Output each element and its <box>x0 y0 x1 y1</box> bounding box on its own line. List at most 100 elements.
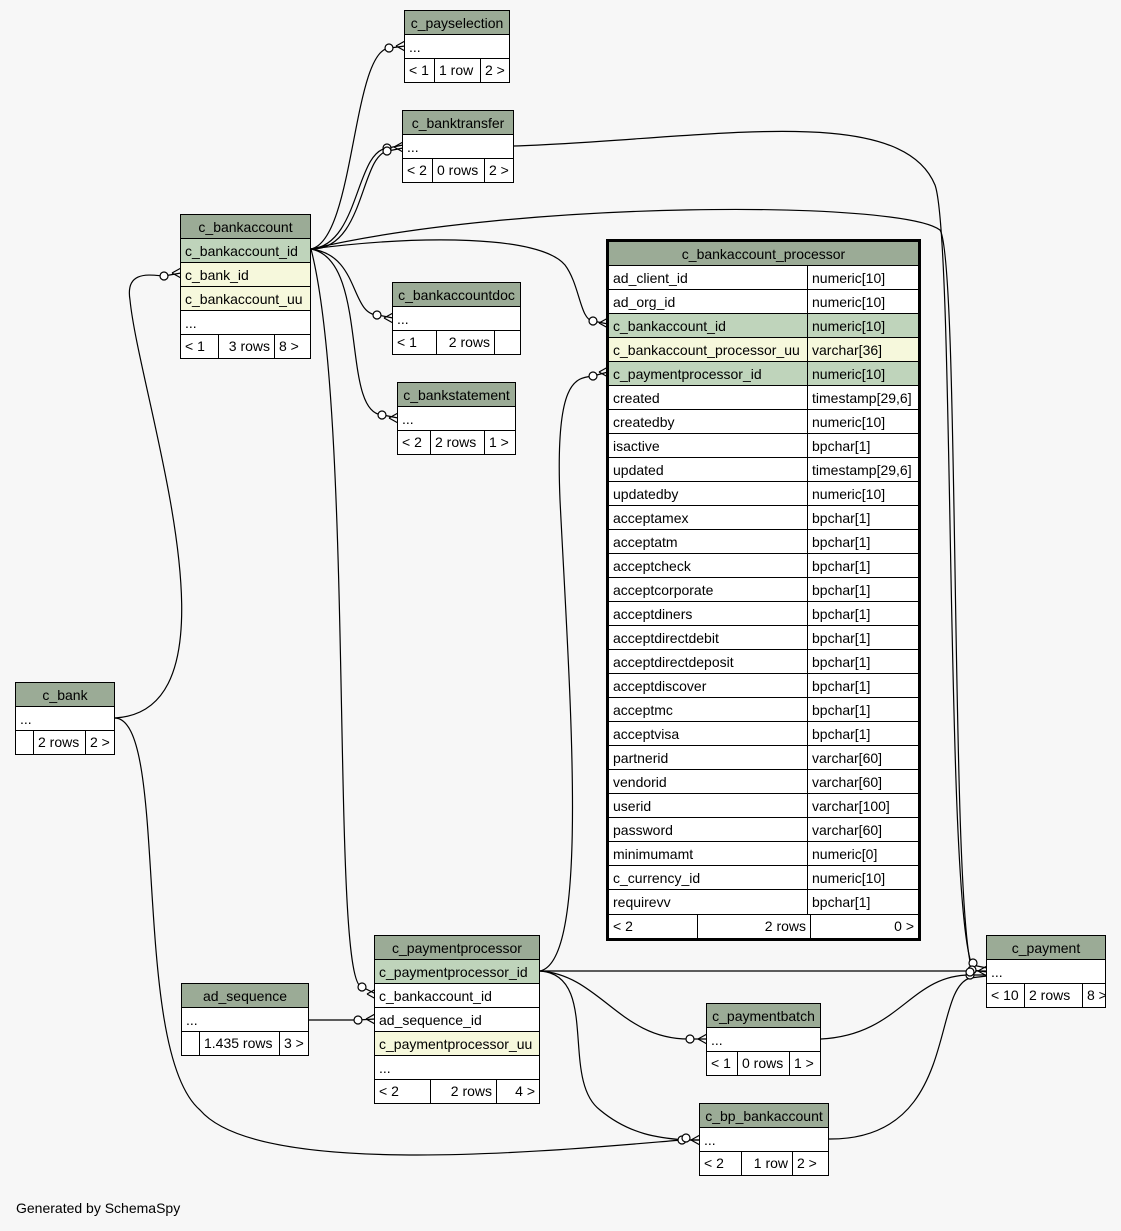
children-count <box>495 331 520 354</box>
table-header: c_payselection <box>405 11 509 35</box>
column-name: acceptdirectdeposit <box>613 654 734 670</box>
children-count: 2 > <box>797 1155 817 1171</box>
column-name: acceptmc <box>613 702 673 718</box>
children-count: 1 > <box>794 1055 814 1071</box>
parents-count: < 2 <box>375 1080 431 1103</box>
row-count: 1.435 rows <box>200 1032 280 1055</box>
column-type: numeric[10] <box>807 410 918 433</box>
table-c-bankaccount[interactable]: c_bankaccount c_bankaccount_id c_bank_id… <box>180 214 311 359</box>
table-c-bankaccountdoc[interactable]: c_bankaccountdoc ... < 1 2 rows <box>392 282 521 355</box>
column-name: c_paymentprocessor_id <box>613 366 762 382</box>
column-row: acceptdiners bpchar[1] <box>609 602 918 626</box>
column-name: updated <box>613 462 664 478</box>
column-name: acceptvisa <box>613 726 680 742</box>
column-name: partnerid <box>613 750 669 766</box>
table-c-paymentprocessor[interactable]: c_paymentprocessor c_paymentprocessor_id… <box>374 935 540 1104</box>
column-type: timestamp[29,6] <box>807 386 918 409</box>
table-header: c_bp_bankaccount <box>700 1104 828 1128</box>
column-row: acceptcorporate bpchar[1] <box>609 578 918 602</box>
row-count: 3 rows <box>219 335 275 358</box>
column-row: updated timestamp[29,6] <box>609 458 918 482</box>
row-count: 1 row <box>435 59 481 82</box>
column-type: bpchar[1] <box>807 674 918 697</box>
column-c-bankaccount-id: c_bankaccount_id <box>379 988 492 1004</box>
table-c-payment[interactable]: c_payment ... < 10 2 rows 8 > <box>986 935 1106 1008</box>
column-name: requirevv <box>613 894 671 910</box>
more-columns: ... <box>20 711 32 727</box>
table-c-bank[interactable]: c_bank ... 2 rows 2 > <box>15 682 115 755</box>
column-type: numeric[10] <box>807 290 918 313</box>
column-name: password <box>613 822 673 838</box>
column-c-paymentprocessor-uu: c_paymentprocessor_uu <box>379 1036 533 1052</box>
column-type: numeric[10] <box>807 266 918 289</box>
column-name: isactive <box>613 438 660 454</box>
parents-count <box>182 1032 200 1055</box>
column-name: acceptdirectdebit <box>613 630 719 646</box>
more-columns: ... <box>185 315 197 331</box>
more-columns: ... <box>991 964 1003 980</box>
table-c-bp-bankaccount[interactable]: c_bp_bankaccount ... < 2 1 row 2 > <box>699 1103 829 1176</box>
column-name: createdby <box>613 414 675 430</box>
parents-count: < 2 <box>403 159 433 182</box>
column-type: bpchar[1] <box>807 722 918 745</box>
column-type: bpchar[1] <box>807 506 918 529</box>
row-count: 2 rows <box>437 331 495 354</box>
column-row: c_currency_id numeric[10] <box>609 866 918 890</box>
column-type: bpchar[1] <box>807 530 918 553</box>
column-c-bankaccount-id: c_bankaccount_id <box>185 243 298 259</box>
parents-count: < 1 <box>707 1052 738 1075</box>
row-count: 2 rows <box>34 731 86 754</box>
table-header: c_bank <box>16 683 114 707</box>
table-header: c_banktransfer <box>403 111 513 135</box>
table-header: c_bankaccountdoc <box>393 283 520 307</box>
column-row: acceptvisa bpchar[1] <box>609 722 918 746</box>
column-name: acceptamex <box>613 510 689 526</box>
children-count: 3 > <box>284 1035 304 1051</box>
column-row: ad_client_id numeric[10] <box>609 266 918 290</box>
column-name: c_currency_id <box>613 870 701 886</box>
table-ad-sequence[interactable]: ad_sequence ... 1.435 rows 3 > <box>181 983 309 1056</box>
column-name: updatedby <box>613 486 679 502</box>
column-row: acceptdiscover bpchar[1] <box>609 674 918 698</box>
table-c-bankstatement[interactable]: c_bankstatement ... < 2 2 rows 1 > <box>397 382 516 455</box>
column-name: acceptdiners <box>613 606 693 622</box>
more-columns: ... <box>704 1132 716 1148</box>
column-name: acceptdiscover <box>613 678 707 694</box>
table-c-paymentbatch[interactable]: c_paymentbatch ... < 1 0 rows 1 > <box>706 1003 821 1076</box>
column-type: timestamp[29,6] <box>807 458 918 481</box>
column-ad-sequence-id: ad_sequence_id <box>379 1012 482 1028</box>
parents-count: < 1 <box>405 59 435 82</box>
column-type: numeric[10] <box>807 362 918 385</box>
column-name: ad_client_id <box>613 270 688 286</box>
column-type: numeric[10] <box>807 866 918 889</box>
parents-count: < 2 <box>700 1152 742 1175</box>
column-c-paymentprocessor-id: c_paymentprocessor_id <box>379 964 528 980</box>
column-type: bpchar[1] <box>807 626 918 649</box>
children-count: 2 > <box>90 734 110 750</box>
more-columns: ... <box>407 139 419 155</box>
more-columns: ... <box>379 1060 391 1076</box>
column-type: bpchar[1] <box>807 554 918 577</box>
column-type: varchar[60] <box>807 770 918 793</box>
column-c-bankaccount-uu: c_bankaccount_uu <box>185 291 303 307</box>
table-c-payselection[interactable]: c_payselection ... < 1 1 row 2 > <box>404 10 510 83</box>
column-type: bpchar[1] <box>807 602 918 625</box>
children-count: 8 > <box>279 338 299 354</box>
row-count: 0 rows <box>433 159 485 182</box>
table-header: c_payment <box>987 936 1105 960</box>
column-name: acceptcorporate <box>613 582 714 598</box>
column-name: userid <box>613 798 652 814</box>
table-header: c_paymentbatch <box>707 1004 820 1028</box>
column-type: bpchar[1] <box>807 578 918 601</box>
column-name: c_bankaccount_processor_uu <box>613 342 800 358</box>
table-c-banktransfer[interactable]: c_banktransfer ... < 2 0 rows 2 > <box>402 110 514 183</box>
